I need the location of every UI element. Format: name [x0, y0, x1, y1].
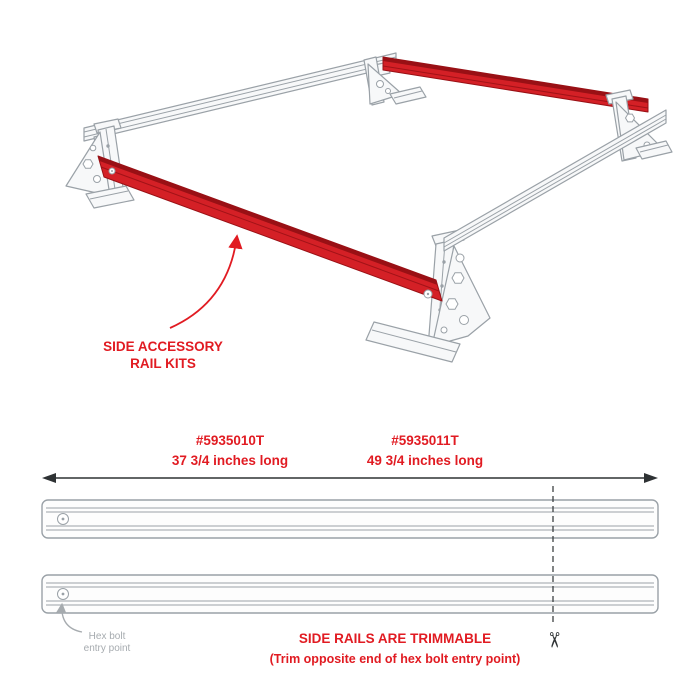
part-number: #5935011T — [391, 433, 459, 448]
trim-note: SIDE RAILS ARE TRIMMABLE (Trim opposite … — [213, 629, 577, 669]
side-rail-rear — [382, 56, 649, 113]
rail-profile-bottom — [41, 574, 659, 614]
rail-kit-dimension-37: #5935010T 37 3/4 inches long — [125, 431, 335, 471]
hex-bolt-label-line1: Hex bolt — [88, 631, 126, 642]
part-length: 37 3/4 inches long — [171, 453, 289, 468]
callout-line2: RAIL KITS — [130, 356, 196, 371]
hex-bolt-entry-label: Hex bolt entry point — [60, 631, 154, 655]
crossbar-right — [443, 109, 667, 252]
side-accessory-callout: SIDE ACCESSORY RAIL KITS — [75, 338, 251, 372]
side-rail-front — [97, 155, 443, 302]
scissors-icon: ✂ — [542, 631, 565, 649]
rail-length-diagram — [41, 473, 659, 633]
rail-kit-dimension-49: #5935011T 49 3/4 inches long — [320, 431, 530, 471]
trim-note-line1: SIDE RAILS ARE TRIMMABLE — [298, 631, 492, 646]
part-number: #5935010T — [195, 433, 265, 448]
crossbar-left — [83, 52, 397, 149]
dimension-arrow — [42, 473, 658, 483]
rail-profile-top — [41, 499, 659, 539]
callout-arrow — [169, 234, 243, 329]
tower-top — [363, 56, 427, 106]
hex-bolt-label-line2: entry point — [83, 643, 131, 654]
hex-bolt-arrow — [56, 602, 83, 633]
trim-note-line2: (Trim opposite end of hex bolt entry poi… — [269, 652, 521, 666]
rack-illustration — [65, 52, 673, 363]
part-length: 49 3/4 inches long — [366, 453, 484, 468]
callout-line1: SIDE ACCESSORY — [103, 339, 223, 354]
